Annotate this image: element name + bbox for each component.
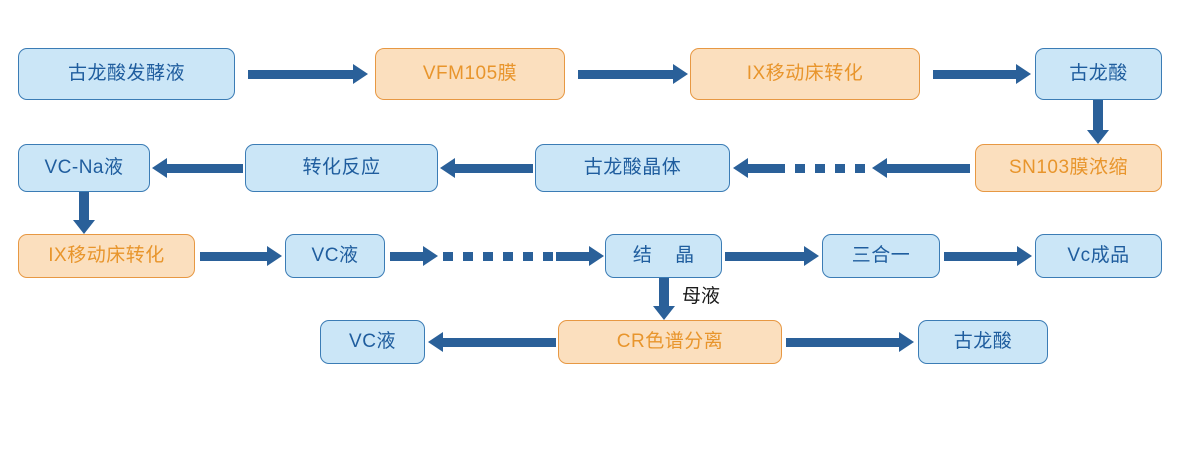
node-label: VC液	[349, 330, 396, 352]
node-label: IX移动床转化	[746, 62, 864, 84]
arrow-n3-to-n4	[933, 64, 1031, 84]
arrow-n2-to-n3	[578, 64, 688, 84]
arrow-head	[440, 158, 455, 178]
arrow-n10-to-n11-solid-left	[390, 246, 438, 266]
node-label: 古龙酸晶体	[583, 156, 682, 178]
node-vc-na-solution[interactable]: VC-Na液	[18, 144, 150, 192]
arrow-n1-to-n2	[248, 64, 368, 84]
arrow-head	[428, 332, 443, 352]
arrow-n5-to-n6-solid-right	[872, 158, 970, 178]
arrow-n10-to-n11-solid-right	[556, 246, 604, 266]
node-gulonic-acid-2[interactable]: 古龙酸	[918, 320, 1048, 364]
arrow-n6-to-n7	[440, 158, 533, 178]
arrow-head	[899, 332, 914, 352]
node-label: 古龙酸	[953, 330, 1013, 352]
node-vc-finished-product[interactable]: Vc成品	[1035, 234, 1162, 278]
arrow-head	[653, 306, 675, 320]
arrow-shaft	[786, 337, 899, 347]
edge-label-mother-liquor: 母液	[682, 285, 721, 307]
arrow-head	[733, 158, 748, 178]
node-ix-moving-bed-conversion-1[interactable]: IX移动床转化	[690, 48, 920, 100]
arrow-n7-to-n8	[152, 158, 243, 178]
node-label: Vc成品	[1067, 244, 1130, 266]
arrow-n11-to-n12	[725, 246, 819, 266]
arrow-shaft	[887, 163, 970, 173]
arrow-head	[673, 64, 688, 84]
node-label: 三合一	[851, 244, 911, 266]
node-conversion-reaction[interactable]: 转化反应	[245, 144, 438, 192]
node-label: 转化反应	[302, 156, 381, 178]
arrow-shaft	[1093, 100, 1103, 132]
arrow-head	[423, 246, 438, 266]
arrow-n4-to-n5	[1083, 100, 1113, 144]
arrow-head	[804, 246, 819, 266]
arrow-shaft	[659, 278, 669, 308]
arrow-shaft	[443, 337, 556, 347]
arrow-shaft	[933, 69, 1016, 79]
arrow-n5-to-n6-solid-left	[733, 158, 778, 178]
arrow-head	[872, 158, 887, 178]
arrow-n11-to-n15	[649, 278, 679, 320]
arrow-shaft	[455, 163, 533, 173]
node-gulonic-acid-crystal[interactable]: 古龙酸晶体	[535, 144, 730, 192]
arrow-head	[353, 64, 368, 84]
arrow-head	[267, 246, 282, 266]
arrow-n8-to-n9	[69, 192, 99, 234]
arrow-head	[589, 246, 604, 266]
arrow-n5-to-n6-dashes	[775, 163, 867, 173]
arrow-shaft	[390, 251, 423, 261]
arrow-n12-to-n13	[944, 246, 1032, 266]
node-label: SN103膜浓缩	[1008, 156, 1129, 178]
node-crystallization[interactable]: 结 晶	[605, 234, 722, 278]
arrow-n9-to-n10	[200, 246, 282, 266]
node-three-in-one[interactable]: 三合一	[822, 234, 940, 278]
node-sn103-membrane-concentration[interactable]: SN103膜浓缩	[975, 144, 1162, 192]
node-label: CR色谱分离	[616, 330, 724, 352]
arrow-shaft	[748, 163, 778, 173]
arrow-n10-to-n11-dashes	[443, 251, 555, 261]
node-label: IX移动床转化	[48, 244, 165, 266]
arrow-head	[73, 220, 95, 234]
node-label: 结 晶	[632, 244, 704, 266]
arrow-head	[1087, 130, 1109, 144]
node-gulonic-acid-fermentation-broth[interactable]: 古龙酸发酵液	[18, 48, 235, 100]
arrow-shaft	[556, 251, 589, 261]
arrow-n15-to-n14	[428, 332, 556, 352]
node-gulonic-acid-1[interactable]: 古龙酸	[1035, 48, 1162, 100]
node-vc-solution-1[interactable]: VC液	[285, 234, 385, 278]
arrow-shaft	[79, 192, 89, 222]
arrow-head	[1016, 64, 1031, 84]
node-ix-moving-bed-conversion-2[interactable]: IX移动床转化	[18, 234, 195, 278]
node-vfm105-membrane[interactable]: VFM105膜	[375, 48, 565, 100]
arrow-shaft	[725, 251, 804, 261]
arrow-shaft	[578, 69, 673, 79]
node-label: 古龙酸	[1069, 62, 1128, 84]
arrow-shaft	[944, 251, 1017, 261]
arrow-shaft	[200, 251, 267, 261]
node-label: VC-Na液	[44, 156, 124, 178]
node-label: VC液	[311, 244, 359, 266]
arrow-head	[1017, 246, 1032, 266]
node-label: VFM105膜	[422, 62, 518, 84]
arrow-n15-to-n16	[786, 332, 914, 352]
arrow-head	[152, 158, 167, 178]
node-label: 古龙酸发酵液	[67, 62, 185, 84]
arrow-shaft	[167, 163, 243, 173]
node-cr-chromatographic-separation[interactable]: CR色谱分离	[558, 320, 782, 364]
node-vc-solution-2[interactable]: VC液	[320, 320, 425, 364]
arrow-shaft	[248, 69, 353, 79]
